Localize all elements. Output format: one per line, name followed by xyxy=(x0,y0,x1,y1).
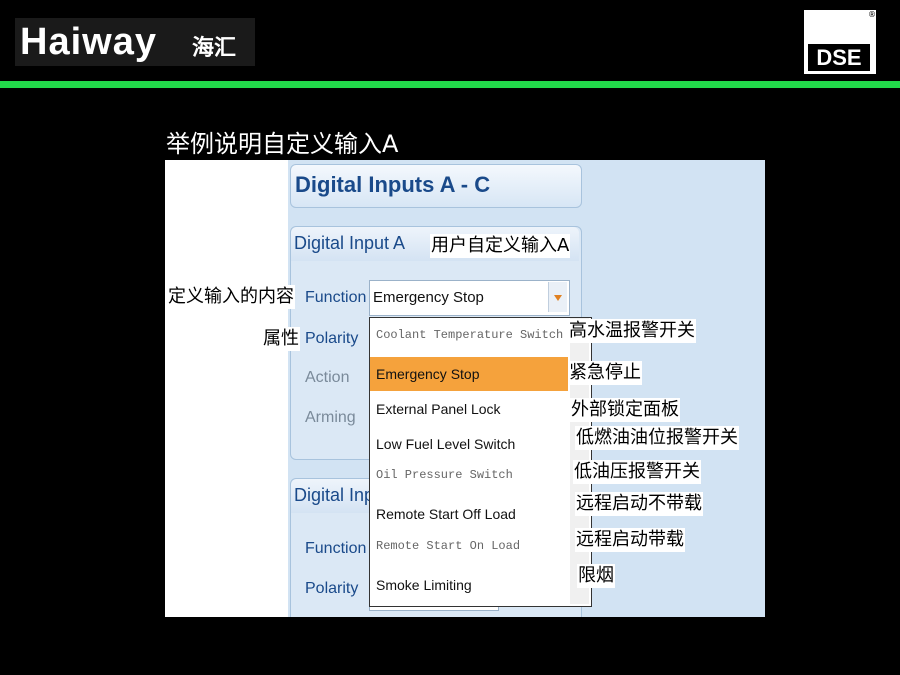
annotation-opt4: 低燃油油位报警开关 xyxy=(575,426,739,450)
annotation-user-defined: 用户自定义输入A xyxy=(430,234,571,258)
function-label: Function xyxy=(305,289,367,306)
dse-registered-mark: ® xyxy=(868,10,876,19)
arming-label: Arming xyxy=(305,409,356,426)
annotation-attribute: 属性 xyxy=(262,327,300,351)
annotation-content: 定义输入的内容 xyxy=(167,285,295,309)
option-remote-start-on-load[interactable]: Remote Start On Load xyxy=(376,539,521,553)
annotation-opt5: 低油压报警开关 xyxy=(573,460,701,484)
logo-background xyxy=(15,18,255,66)
option-oil-pressure-switch[interactable]: Oil Pressure Switch xyxy=(376,468,513,482)
function-combobox-value: Emergency Stop xyxy=(373,289,484,306)
haiway-logo: Haiway xyxy=(20,21,157,63)
polarity-label: Polarity xyxy=(305,330,359,347)
dse-logo-text: DSE xyxy=(808,44,870,71)
option-emergency-stop[interactable]: Emergency Stop xyxy=(370,357,568,391)
annotation-opt1: 高水温报警开关 xyxy=(568,319,696,343)
annotation-opt8: 限烟 xyxy=(577,564,615,588)
section-title: Digital Inputs A - C xyxy=(295,172,491,197)
option-remote-start-off-load[interactable]: Remote Start Off Load xyxy=(376,506,516,522)
slide-title: 举例说明自定义输入A xyxy=(166,130,399,158)
digital-input-b-title: Digital Inp xyxy=(294,485,375,505)
annotation-opt3: 外部锁定面板 xyxy=(570,398,680,422)
option-smoke-limiting[interactable]: Smoke Limiting xyxy=(376,577,472,593)
option-external-panel-lock[interactable]: External Panel Lock xyxy=(376,401,501,417)
option-coolant-temperature-switch[interactable]: Coolant Temperature Switch xyxy=(376,328,564,342)
annotation-opt7: 远程启动带载 xyxy=(575,528,685,552)
polarity-label-b: Polarity xyxy=(305,580,359,597)
option-low-fuel-level-switch[interactable]: Low Fuel Level Switch xyxy=(376,436,516,452)
header-divider xyxy=(0,81,900,88)
function-combobox[interactable] xyxy=(369,280,570,316)
chevron-down-icon[interactable] xyxy=(548,282,567,312)
function-label-b: Function xyxy=(305,540,367,557)
section-header xyxy=(290,164,582,208)
action-label: Action xyxy=(305,369,350,386)
annotation-opt6: 远程启动不带载 xyxy=(575,492,703,516)
haiway-logo-cn: 海汇 xyxy=(192,36,237,61)
annotation-opt2: 紧急停止 xyxy=(568,361,642,385)
digital-input-a-title: Digital Input A xyxy=(294,233,406,253)
